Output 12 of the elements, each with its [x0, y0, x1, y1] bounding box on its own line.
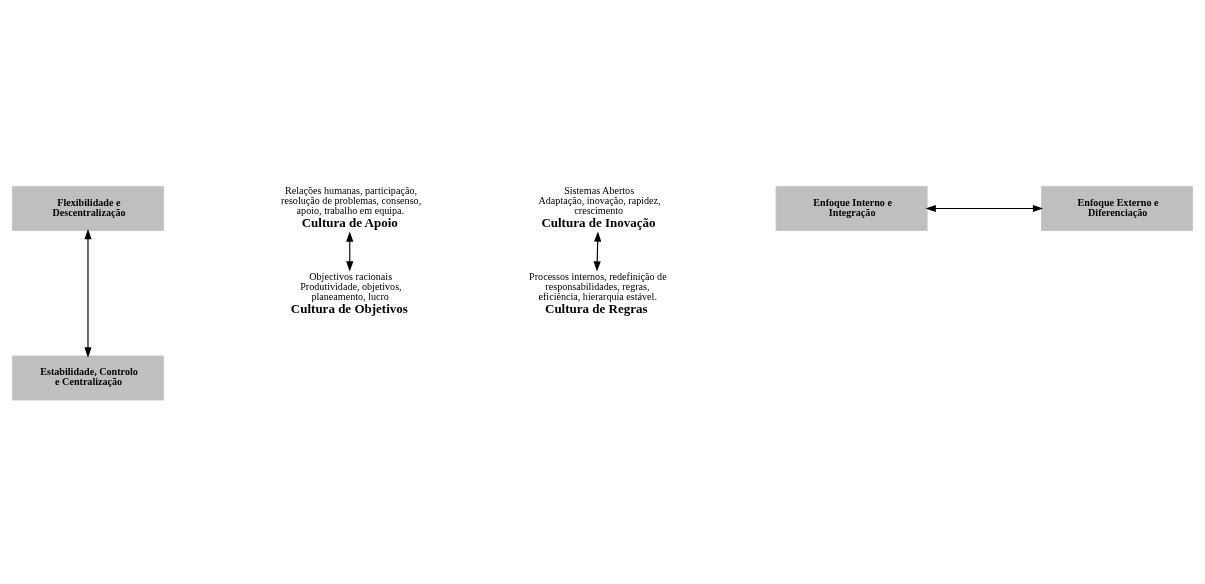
node-box: Enfoque Interno e Integração: [775, 186, 928, 231]
node-box: Flexibilidade e Descentralização: [12, 186, 164, 231]
node-text: Relações humanas, participação, resolução de problemas, consenso, apoio, trabalho em equipa. Cultura de Apoio: [281, 185, 422, 230]
node-box: Enfoque Externo e Diferenciação: [1041, 186, 1193, 231]
node-box: Estabilidade, Controlo e Centralização: [12, 355, 164, 401]
node-text: Objectivos racionais Produtividade, objetivos, planeamento, lucro Cultura de Objetivos: [290, 271, 408, 316]
arrow: [593, 231, 602, 272]
node-text: Sistemas Abertos Adaptação, inovação, rapidez, crescimento Cultura de Inovação: [538, 185, 661, 230]
arrow: [925, 204, 1044, 213]
arrow: [346, 231, 354, 272]
node-text: Processos internos, redefinição de responsabilidades, regras, eficiência, hierarquia estável. Cultura de Regras: [529, 271, 667, 316]
arrow: [84, 228, 92, 358]
